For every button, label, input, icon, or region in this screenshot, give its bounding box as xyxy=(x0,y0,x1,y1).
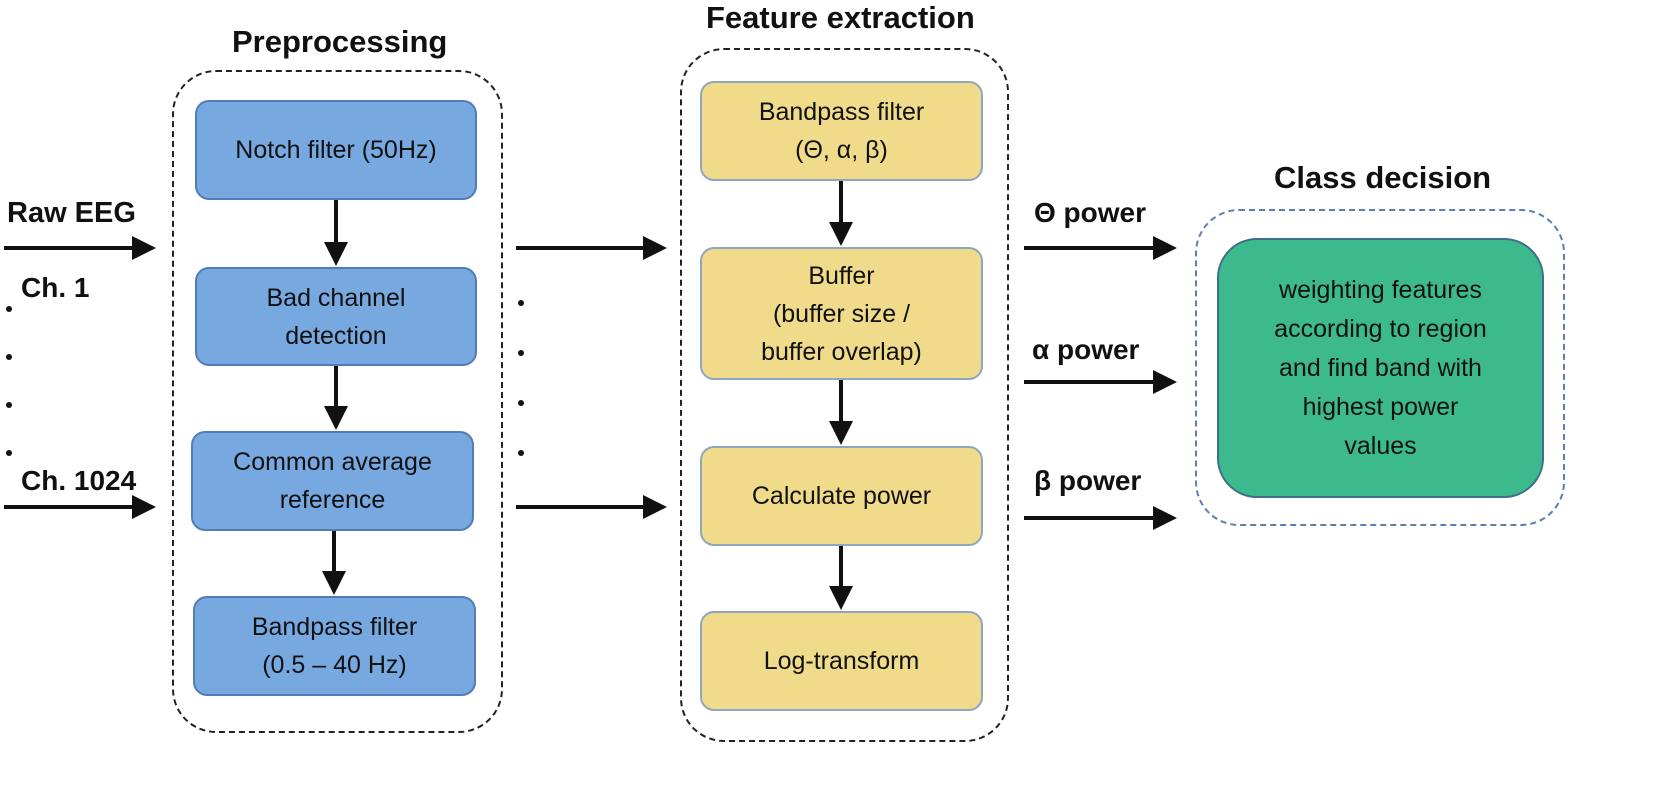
bad-channel-detection-box: Bad channel detection xyxy=(195,267,477,366)
box-text-line: Buffer xyxy=(808,261,875,290)
notch-filter-box: Notch filter (50Hz) xyxy=(195,100,477,200)
box-text-line: detection xyxy=(285,321,387,350)
box-text-line: values xyxy=(1344,431,1417,460)
box-text-line: Bad channel xyxy=(266,283,406,312)
box-text-line: Bandpass filter xyxy=(758,98,925,126)
feature-extraction-heading: Feature extraction xyxy=(706,0,975,35)
box-text-line: reference xyxy=(279,486,386,514)
preprocessing-group xyxy=(172,70,503,733)
box-text-line: according to region xyxy=(1274,314,1487,343)
box-text-line: Notch filter (50Hz) xyxy=(235,136,437,164)
box-text-line: Log-transform xyxy=(763,647,920,675)
bandpass-filter-preprocessing-box: Bandpass filter (0.5 – 40 Hz) xyxy=(193,596,476,696)
ellipsis-dot xyxy=(518,350,524,356)
box-text-line: buffer overlap) xyxy=(761,337,922,366)
alpha-power-label: α power xyxy=(1032,334,1140,365)
class-decision-heading: Class decision xyxy=(1274,160,1492,195)
ellipsis-dot xyxy=(6,306,12,312)
theta-power-label: Θ power xyxy=(1034,197,1147,228)
box-text-line: Common average xyxy=(233,448,432,476)
ellipsis-dot xyxy=(518,450,524,456)
box-text-line: highest power xyxy=(1302,392,1459,421)
box-text-line: and find band with xyxy=(1279,353,1482,382)
feature-extraction-group xyxy=(680,48,1009,742)
class-decision-box: weighting features according to region a… xyxy=(1217,238,1544,498)
bandpass-filter-bands-box: Bandpass filter (Θ, α, β) xyxy=(700,81,983,181)
raw-eeg-label: Raw EEG xyxy=(7,197,136,229)
box-text-line: Bandpass filter xyxy=(251,613,418,641)
ellipsis-dot xyxy=(6,402,12,408)
box-text-line: weighting features xyxy=(1279,275,1482,304)
common-average-reference-box: Common average reference xyxy=(191,431,474,531)
ellipsis-dot xyxy=(518,300,524,306)
beta-power-label: β power xyxy=(1034,465,1142,496)
channel-last-label: Ch. 1024 xyxy=(21,465,137,496)
box-text-line: Calculate power xyxy=(751,482,932,510)
box-text-line: (0.5 – 40 Hz) xyxy=(262,651,407,679)
box-text-line: (buffer size / xyxy=(772,299,911,328)
ellipsis-dot xyxy=(6,450,12,456)
channel-first-label: Ch. 1 xyxy=(21,272,90,303)
log-transform-box: Log-transform xyxy=(700,611,983,711)
class-decision-group xyxy=(1195,209,1565,526)
box-text-line: (Θ, α, β) xyxy=(795,136,888,164)
preprocessing-heading: Preprocessing xyxy=(232,24,448,59)
buffer-box: Buffer (buffer size / buffer overlap) xyxy=(700,247,983,380)
ellipsis-dot xyxy=(6,354,12,360)
calculate-power-box: Calculate power xyxy=(700,446,983,546)
ellipsis-dot xyxy=(518,400,524,406)
